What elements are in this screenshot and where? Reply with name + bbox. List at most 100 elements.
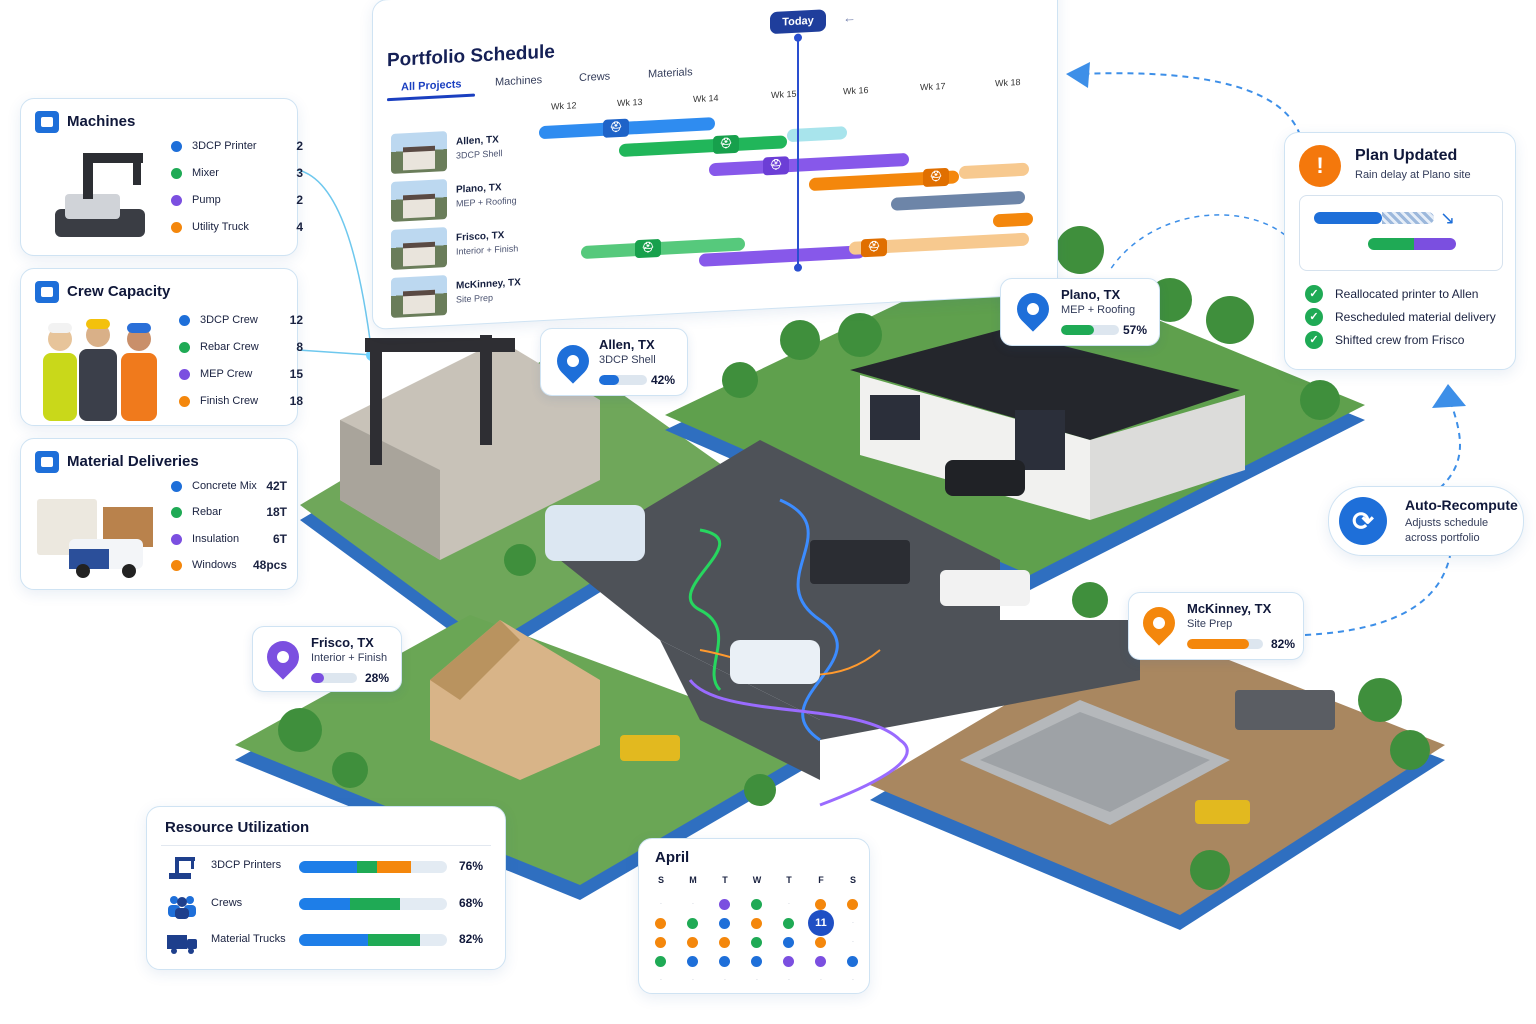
calendar-event-dot[interactable] xyxy=(751,956,762,967)
action-item: Reallocated printer to Allen xyxy=(1335,287,1479,301)
calendar-event-dot[interactable] xyxy=(815,937,826,948)
calendar-event-dot[interactable] xyxy=(847,899,858,910)
weekday-label: W xyxy=(752,875,762,885)
legend-dot xyxy=(171,506,182,518)
legend-dot xyxy=(171,140,182,152)
calendar-event-dot[interactable] xyxy=(719,956,730,967)
site-progress-bar xyxy=(1187,639,1263,649)
calendar-empty-day: · xyxy=(819,975,823,984)
week-label: Wk 15 xyxy=(771,88,797,101)
legend-dot xyxy=(179,368,190,380)
road-network xyxy=(560,440,1140,780)
site-pin-plano[interactable]: Plano, TX MEP + Roofing 57% xyxy=(1000,278,1160,346)
legend-dot xyxy=(171,221,182,233)
calendar-month: April xyxy=(655,849,690,866)
calendar-event-dot[interactable] xyxy=(655,918,666,929)
schedule-title: Portfolio Schedule xyxy=(387,41,555,72)
week-label: Wk 14 xyxy=(693,92,719,105)
gantt-bar-allen-3[interactable] xyxy=(787,126,847,143)
weekday-label: M xyxy=(689,875,697,885)
calendar-event-dot[interactable] xyxy=(847,956,858,967)
site-pin-allen[interactable]: Allen, TX 3DCP Shell 42% xyxy=(540,328,688,396)
check-icon: ✓ xyxy=(1305,285,1323,303)
calendar-event-dot[interactable] xyxy=(751,937,762,948)
crew-badge-icon: ⛑ xyxy=(861,238,887,258)
calendar-event-dot[interactable] xyxy=(815,899,826,910)
calendar-panel: April S M T W T F S ···11········· xyxy=(638,838,870,994)
project-name: McKinney, TX xyxy=(456,277,521,292)
gantt-bar-allen-2[interactable] xyxy=(619,135,787,158)
auto-recompute-line1: Adjusts schedule xyxy=(1405,517,1489,529)
calendar-event-dot[interactable] xyxy=(719,918,730,929)
resource-utilization-panel: Resource Utilization 3DCP Printers 76% C… xyxy=(146,806,506,970)
truck-icon xyxy=(165,929,199,954)
project-thumbnail xyxy=(391,131,447,175)
flatbed-truck xyxy=(810,540,910,584)
action-item: Rescheduled material delivery xyxy=(1335,310,1496,324)
legend-dot xyxy=(179,314,190,326)
gantt-bar-plano-3[interactable] xyxy=(959,162,1029,180)
tab-materials[interactable]: Materials xyxy=(648,66,693,81)
utilization-bar xyxy=(299,898,447,910)
utilization-title: Resource Utilization xyxy=(165,819,310,836)
site-pin-frisco[interactable]: Frisco, TX Interior + Finish 28% xyxy=(252,626,402,692)
warning-icon: ! xyxy=(1299,145,1341,187)
calendar-event-dot[interactable] xyxy=(783,956,794,967)
tab-all-projects[interactable]: All Projects xyxy=(401,78,462,94)
calendar-event-dot[interactable] xyxy=(783,918,794,929)
tab-crews[interactable]: Crews xyxy=(579,70,611,85)
calendar-event-dot[interactable] xyxy=(751,899,762,910)
week-label: Wk 13 xyxy=(617,96,643,109)
gantt-bar-plano-4[interactable] xyxy=(891,190,1025,211)
legend-dot xyxy=(171,167,182,179)
calendar-event-dot[interactable] xyxy=(687,918,698,929)
utilization-percent: 68% xyxy=(459,896,484,910)
today-button[interactable]: Today xyxy=(770,9,826,35)
gantt-bar-plano-1[interactable] xyxy=(709,152,909,177)
site-pin-mckinney[interactable]: McKinney, TX Site Prep 82% xyxy=(1128,592,1304,660)
arrowhead-right xyxy=(1432,384,1466,408)
calendar-event-dot[interactable] xyxy=(655,937,666,948)
utilization-bar xyxy=(299,934,447,946)
calendar-empty-day: · xyxy=(755,975,759,984)
crew-title: Crew Capacity xyxy=(67,283,171,300)
dashed-arrow-top xyxy=(1079,72,1301,136)
calendar-empty-day: · xyxy=(659,975,663,984)
calendar-event-dot[interactable] xyxy=(783,937,794,948)
calendar-empty-day: · xyxy=(851,918,855,927)
pickup-truck xyxy=(940,570,1030,606)
connector-machines xyxy=(297,169,373,356)
site-progress-bar xyxy=(599,375,647,385)
back-arrow-icon[interactable]: ← xyxy=(843,9,856,26)
route-line-blue xyxy=(779,498,839,742)
legend-dot xyxy=(179,395,190,407)
project-name: Allen, TX xyxy=(456,134,499,148)
calendar-event-dot[interactable] xyxy=(687,956,698,967)
calendar-today[interactable]: 11 xyxy=(808,910,834,936)
arrowhead-top xyxy=(1066,62,1090,88)
legend-dot xyxy=(171,559,182,571)
calendar-event-dot[interactable] xyxy=(751,918,762,929)
calendar-event-dot[interactable] xyxy=(655,956,666,967)
calendar-event-dot[interactable] xyxy=(687,937,698,948)
auto-recompute-title: Auto-Recompute xyxy=(1405,497,1518,513)
tab-machines[interactable]: Machines xyxy=(495,74,543,89)
refresh-icon: ⟳ xyxy=(1339,497,1387,545)
today-marker-dot xyxy=(794,33,802,42)
portfolio-schedule-panel: Portfolio Schedule All Projects Machines… xyxy=(372,0,1058,330)
route-line-purple xyxy=(688,679,909,807)
dashed-arrow-bottom xyxy=(1304,555,1451,636)
calendar-empty-day: · xyxy=(691,975,695,984)
gantt-bar-plano-5[interactable] xyxy=(993,212,1033,228)
calendar-event-dot[interactable] xyxy=(815,956,826,967)
calendar-event-dot[interactable] xyxy=(719,899,730,910)
printer-robot-icon xyxy=(55,153,145,237)
auto-recompute-panel[interactable]: ⟳ Auto-Recompute Adjusts schedule across… xyxy=(1328,486,1524,556)
calendar-event-dot[interactable] xyxy=(719,937,730,948)
project-phase: Interior + Finish xyxy=(456,243,519,257)
new-plan-bar-green xyxy=(1368,238,1414,250)
delay-bar xyxy=(1382,212,1434,224)
machines-title: Machines xyxy=(67,113,136,130)
